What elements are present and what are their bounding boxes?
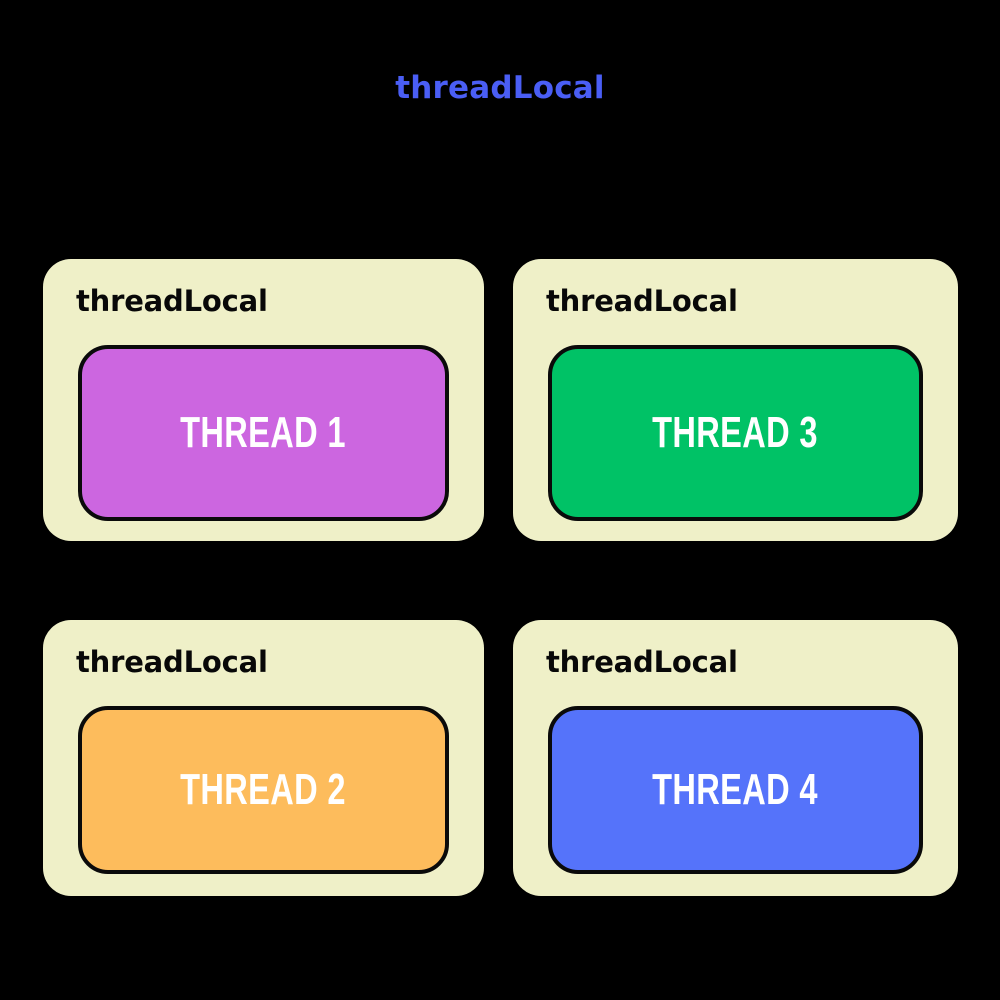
thread-card-thread-2: threadLocal THREAD 2: [43, 620, 484, 896]
thread-box-thread-4: THREAD 4: [548, 706, 923, 874]
thread-card-thread-4: threadLocal THREAD 4: [513, 620, 958, 896]
thread-box-label: THREAD 2: [180, 765, 347, 814]
thread-box-label: THREAD 1: [180, 408, 347, 457]
thread-card-thread-1: threadLocal THREAD 1: [43, 259, 484, 541]
thread-local-label: threadLocal: [76, 284, 268, 318]
thread-local-label: threadLocal: [546, 284, 738, 318]
thread-local-label: threadLocal: [76, 645, 268, 679]
thread-box-thread-3: THREAD 3: [548, 345, 923, 521]
thread-box-thread-2: THREAD 2: [78, 706, 449, 874]
thread-card-thread-3: threadLocal THREAD 3: [513, 259, 958, 541]
thread-box-label: THREAD 4: [652, 765, 819, 814]
thread-local-label: threadLocal: [546, 645, 738, 679]
page-title: threadLocal: [395, 70, 605, 106]
thread-box-label: THREAD 3: [652, 408, 819, 457]
thread-box-thread-1: THREAD 1: [78, 345, 449, 521]
